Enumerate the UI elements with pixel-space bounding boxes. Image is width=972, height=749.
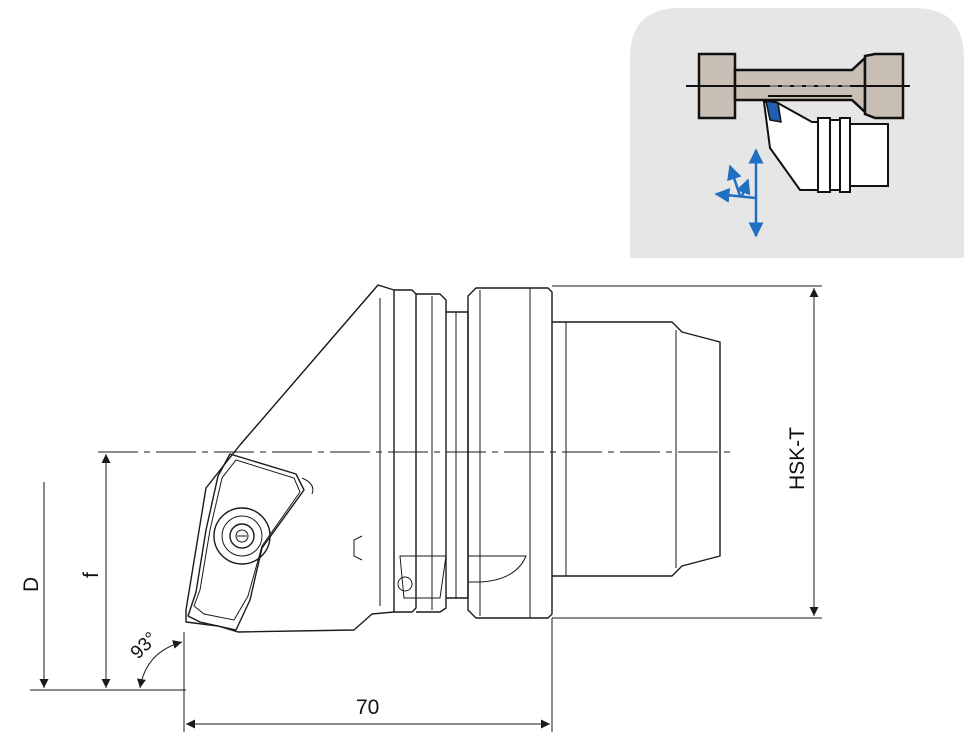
dimension-lines (30, 285, 822, 732)
length-dimension-label: 70 (356, 696, 379, 719)
offset-dimension-label: f (80, 572, 103, 578)
shank-dimension-label: HSK-T (786, 427, 809, 490)
tool-holder-outline (185, 284, 721, 633)
angle-dimension-label: 93° (127, 628, 162, 663)
tool-holder-icon (762, 100, 889, 193)
operation-inset (630, 8, 964, 258)
workpiece-icon (686, 52, 910, 120)
diameter-dimension-label: D (20, 577, 43, 592)
feed-direction-arrows-icon (714, 148, 764, 238)
